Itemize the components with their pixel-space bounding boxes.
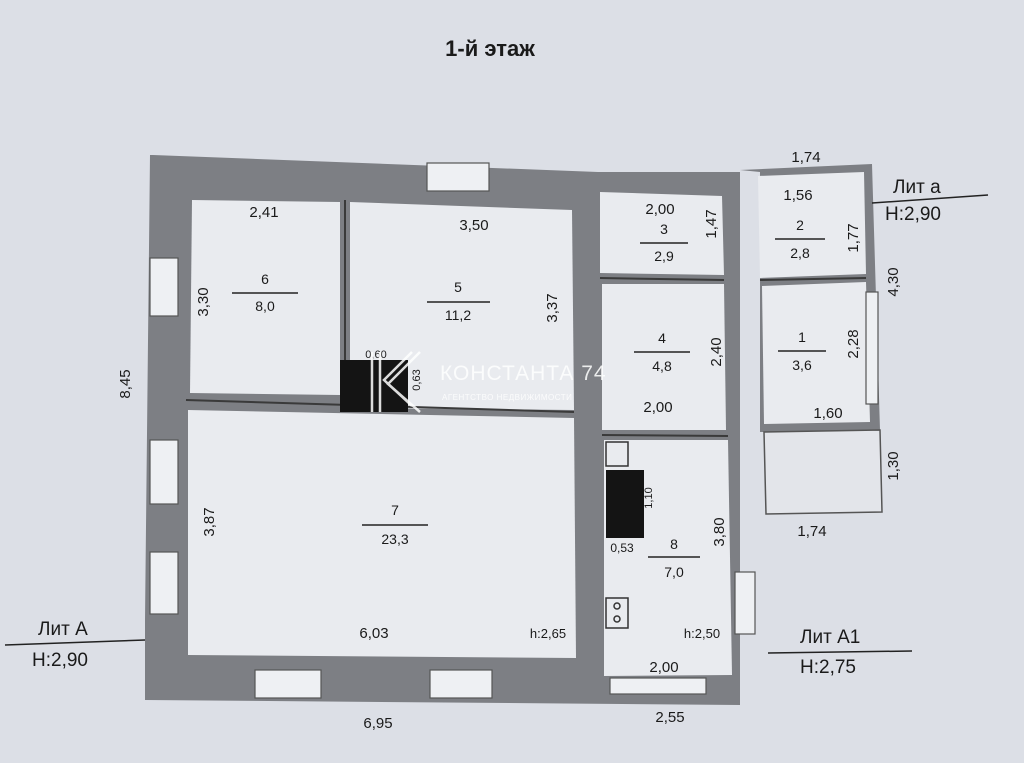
floor-room-7: [188, 410, 576, 658]
dim-0-63: 0,63: [411, 369, 423, 390]
floor-room-1: [762, 282, 870, 424]
dim-2-00-mid: 2,00: [643, 399, 672, 416]
room-4-number: 4: [658, 330, 666, 346]
gas-stove-icon: [605, 597, 629, 629]
dim-1-47: 1,47: [703, 209, 720, 238]
height-right: h:2,50: [684, 626, 720, 641]
floor-room-3: [600, 192, 724, 275]
lit-a-label: Лит а: [893, 177, 941, 198]
floor-room-4: [602, 284, 726, 430]
dim-3-50: 3,50: [459, 217, 488, 234]
room-8-area: 7,0: [664, 564, 684, 580]
sink-icon: [605, 441, 629, 467]
dim-3-37: 3,37: [544, 293, 561, 322]
dim-0-60: 0,60: [365, 349, 386, 361]
window-bottom-left: [254, 669, 322, 699]
window-left-middle: [149, 439, 179, 505]
dimension-labels: 2,41 3,50 2,00 1,74 1,56 2,00 1,60 1,74 …: [117, 149, 902, 732]
dim-3-87: 3,87: [201, 507, 218, 536]
lit-A-height: Н:2,90: [32, 650, 88, 671]
dim-1-74-top: 1,74: [791, 149, 820, 166]
room-6-area: 8,0: [255, 298, 275, 314]
lit-A1-height: Н:2,75: [800, 657, 856, 678]
dim-1-30: 1,30: [885, 451, 902, 480]
room-1-number: 1: [798, 329, 806, 345]
plan-title: 1-й этаж: [445, 36, 535, 61]
burner-icon: [613, 615, 621, 623]
lit-lines: [4, 194, 989, 654]
dim-0-53: 0,53: [610, 541, 634, 555]
dim-1-60: 1,60: [813, 405, 842, 422]
room-2-number: 2: [796, 217, 804, 233]
room-labels: 6 8,0 5 11,2 7 23,3 3 2,9 4 4,8 8 7,0 2 …: [255, 217, 812, 580]
dim-4-30: 4,30: [885, 267, 902, 296]
watermark-subtitle: АГЕНТСТВО НЕДВИЖИМОСТИ: [442, 393, 572, 402]
burner-icon: [613, 602, 621, 610]
watermark: КОНСТАНТА 74 АГЕНТСТВО НЕДВИЖИМОСТИ: [370, 351, 607, 413]
room-3-area: 2,9: [654, 248, 674, 264]
dim-3-30: 3,30: [195, 287, 212, 316]
watermark-logo-icon: [370, 351, 421, 413]
dim-3-80: 3,80: [711, 517, 728, 546]
room-floors: [188, 172, 883, 676]
window-left-lower: [149, 551, 179, 615]
watermark-name: КОНСТАНТА 74: [440, 362, 607, 385]
dim-1-77: 1,77: [845, 223, 862, 252]
dim-2-41: 2,41: [249, 204, 278, 221]
floor-porch: [763, 429, 883, 515]
dim-1-10: 1,10: [643, 487, 655, 508]
room-1-area: 3,6: [792, 357, 812, 373]
dim-8-45: 8,45: [117, 369, 134, 398]
room-6-number: 6: [261, 271, 269, 287]
dim-2-00-top: 2,00: [645, 201, 674, 218]
window-top: [426, 162, 490, 192]
room-2-area: 2,8: [790, 245, 810, 261]
lit-A1-label: Лит А1: [800, 627, 860, 648]
window-right-kitchen: [734, 571, 756, 635]
dim-2-00-bottom: 2,00: [649, 659, 678, 676]
lit-labels: Лит А Н:2,90 Лит а Н:2,90 Лит А1 Н:2,75: [32, 177, 941, 678]
dim-1-74-bottom: 1,74: [797, 523, 826, 540]
room-5-area: 11,2: [445, 307, 471, 323]
lit-a-height: Н:2,90: [885, 204, 941, 225]
windows: [149, 162, 879, 699]
lit-A-label: Лит А: [38, 619, 88, 640]
height-left: h:2,65: [530, 626, 566, 641]
dim-2-55: 2,55: [655, 709, 684, 726]
room-3-number: 3: [660, 221, 668, 237]
window-left-upper: [149, 257, 179, 317]
window-annex: [865, 291, 879, 405]
room-label-bars: [232, 238, 826, 558]
room-7-number: 7: [391, 502, 399, 518]
dim-6-03: 6,03: [359, 625, 388, 642]
dim-2-28: 2,28: [845, 329, 862, 358]
floor-room-2: [758, 172, 866, 278]
kitchen-stove: [606, 470, 644, 538]
room-4-area: 4,8: [652, 358, 672, 374]
height-labels: h:2,65 h:2,50: [530, 626, 720, 641]
room-8-number: 8: [670, 536, 678, 552]
dim-2-40: 2,40: [708, 337, 725, 366]
fixtures: [605, 441, 629, 629]
dim-1-56: 1,56: [783, 187, 812, 204]
window-bottom-right: [429, 669, 493, 699]
room-7-area: 23,3: [381, 531, 408, 547]
dim-6-95: 6,95: [363, 715, 392, 732]
floor-room-6: [190, 200, 340, 395]
window-bottom-kitchen: [609, 677, 707, 695]
room-5-number: 5: [454, 279, 462, 295]
